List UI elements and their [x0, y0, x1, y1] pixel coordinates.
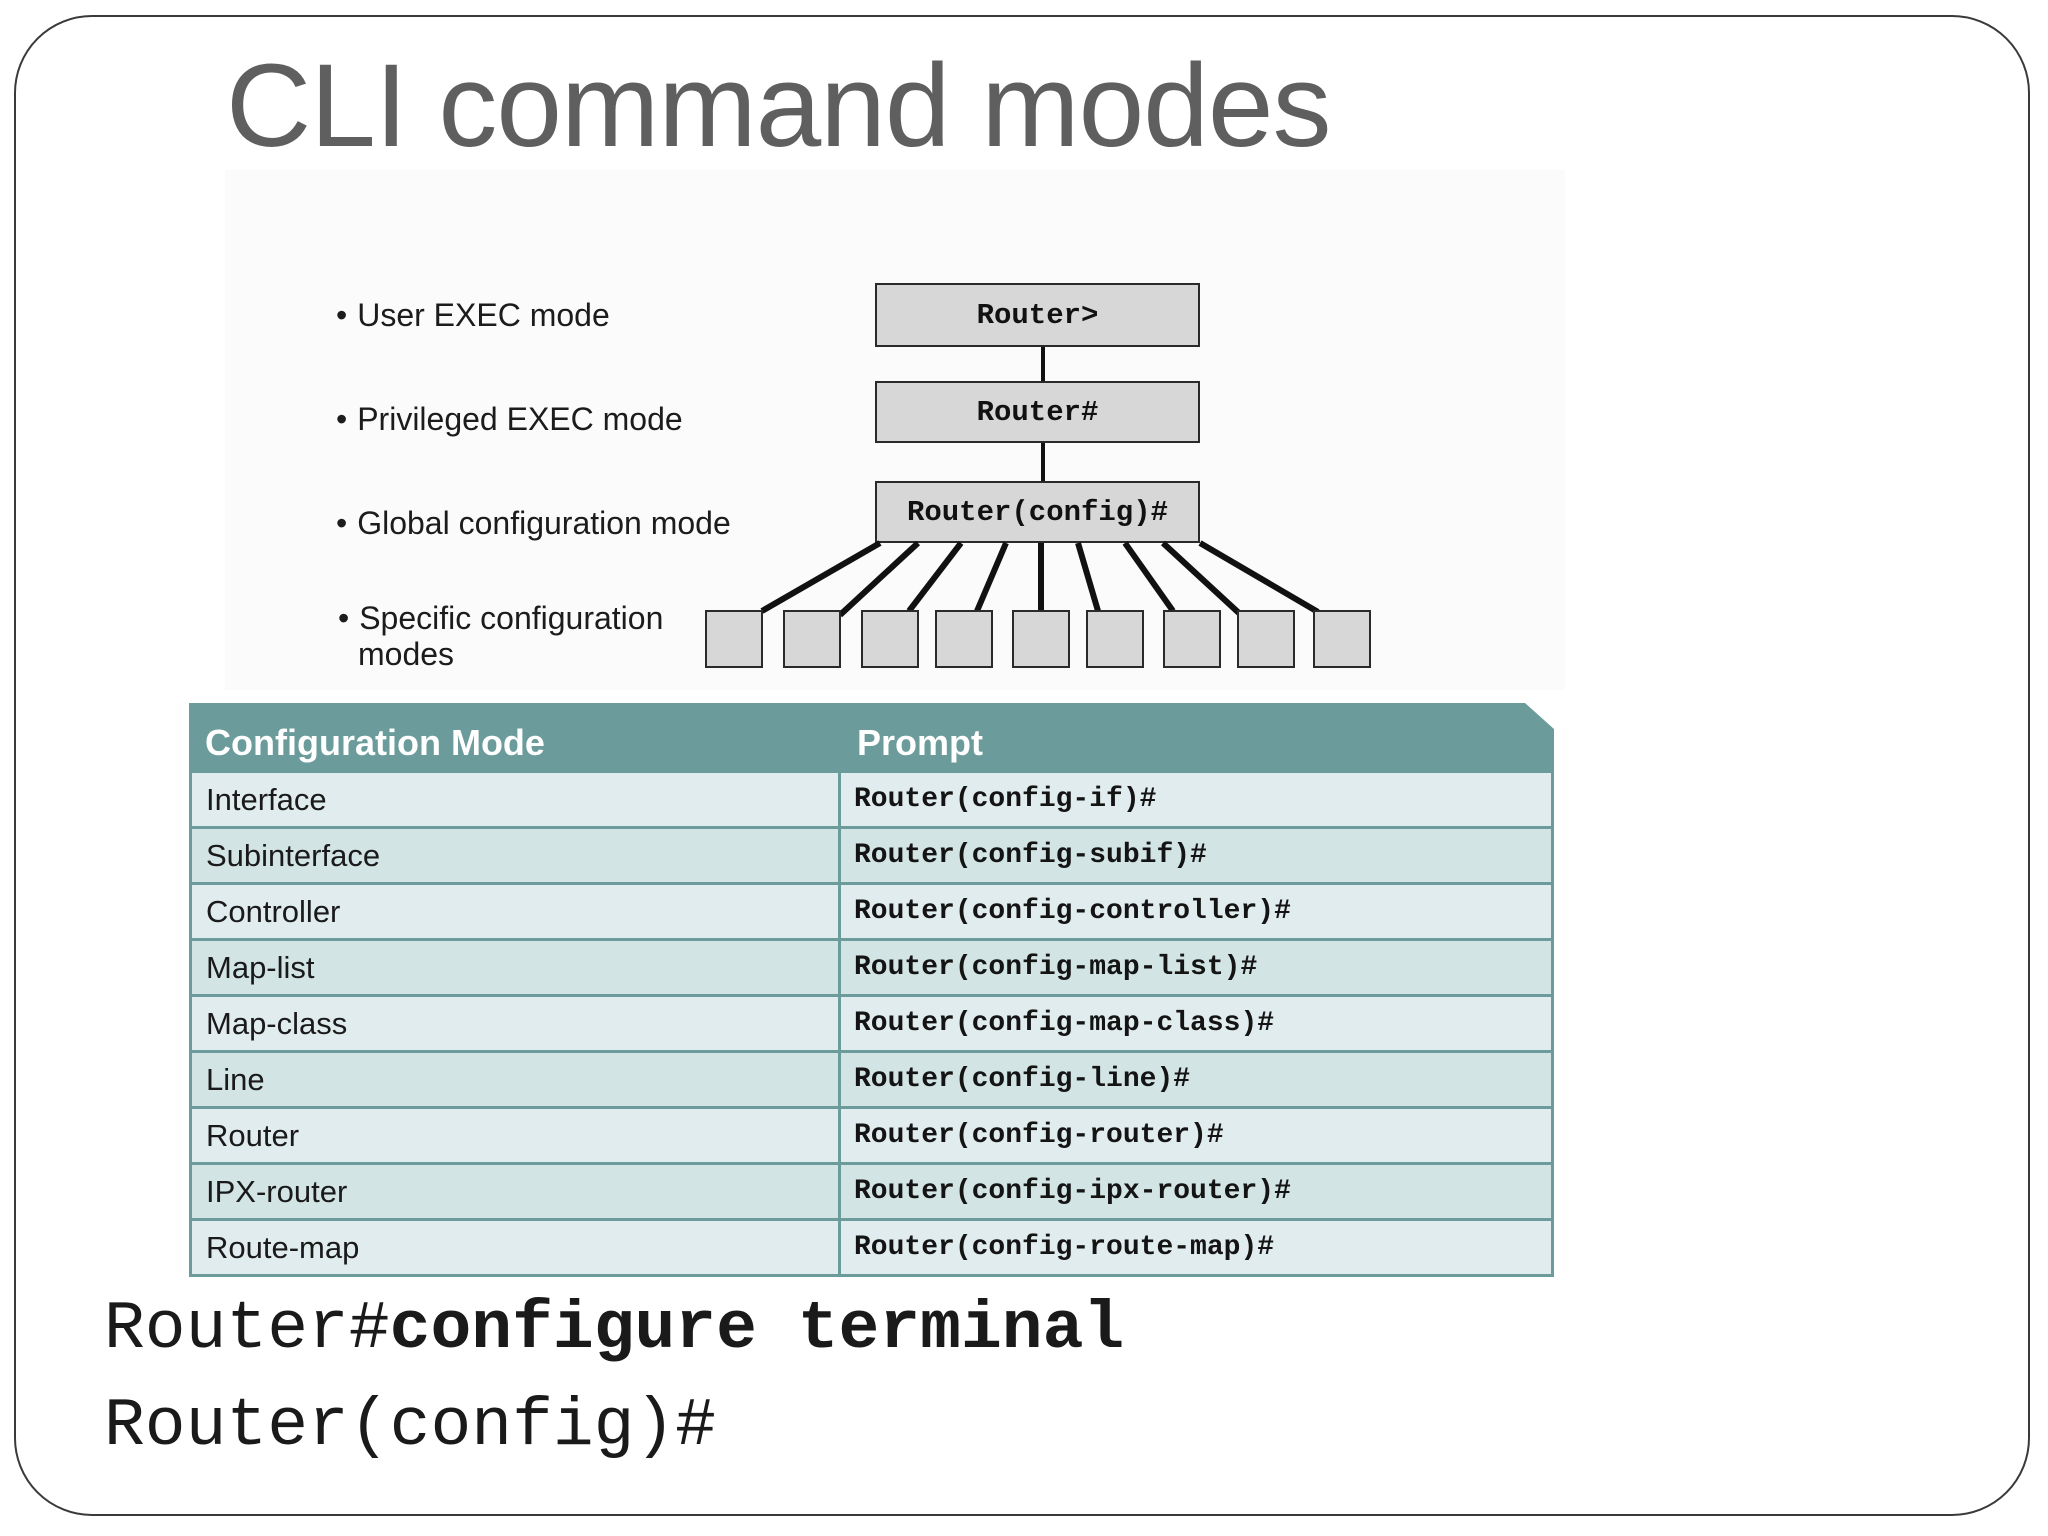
mode-cell: Line: [192, 1053, 841, 1106]
branch-line: [906, 541, 964, 613]
mode-cell: Map-list: [192, 941, 841, 994]
prompt-cell: Router(config-if)#: [854, 784, 1157, 815]
specific-mode-box: [1237, 610, 1295, 668]
table-row: Line Router(config-line)#: [192, 1053, 1551, 1109]
privileged-exec-text: Privileged EXEC mode: [357, 401, 683, 437]
specific-mode-box: [705, 610, 763, 668]
bullet: •: [336, 505, 348, 541]
branch-line: [1160, 540, 1243, 617]
specific-config-label: •Specific configuration: [338, 600, 663, 636]
prompt-cell: Router(config-line)#: [854, 1064, 1191, 1095]
global-config-prompt: Router(config)#: [906, 495, 1169, 529]
prompt-cell: Router(config-ipx-router)#: [854, 1176, 1291, 1207]
branch-line: [1198, 540, 1320, 615]
privileged-exec-label: •Privileged EXEC mode: [336, 401, 683, 437]
specific-mode-box: [1313, 610, 1371, 668]
global-config-text: Global configuration mode: [357, 505, 731, 541]
cli-command: configure terminal: [389, 1291, 1125, 1368]
mode-cell: Subinterface: [192, 829, 841, 882]
user-exec-prompt-box: Router>: [875, 283, 1200, 347]
slide-title: CLI command modes: [226, 40, 1331, 172]
connector-user-priv: [1041, 347, 1045, 381]
table-row: Map-class Router(config-map-class)#: [192, 997, 1551, 1053]
bullet: •: [338, 600, 350, 636]
prompt-cell: Router(config-route-map)#: [854, 1232, 1275, 1263]
mode-cell: Route-map: [192, 1221, 841, 1274]
mode-cell: IPX-router: [192, 1165, 841, 1218]
cli-prompt-privileged: Router#: [104, 1291, 390, 1368]
privileged-exec-prompt-box: Router#: [875, 381, 1200, 443]
prompt-cell: Router(config-subif)#: [854, 840, 1207, 871]
global-config-prompt-box: Router(config)#: [875, 481, 1200, 543]
table-row: IPX-router Router(config-ipx-router)#: [192, 1165, 1551, 1221]
table-row: Map-list Router(config-map-list)#: [192, 941, 1551, 997]
specific-mode-box: [1086, 610, 1144, 668]
prompt-cell: Router(config-router)#: [854, 1120, 1224, 1151]
branch-line: [837, 540, 921, 618]
cli-example-line-1: Router#configure terminal: [104, 1290, 1124, 1370]
table-body: Interface Router(config-if)# Subinterfac…: [189, 773, 1554, 1277]
privileged-exec-prompt: Router#: [976, 395, 1099, 429]
specific-config-text-line1: Specific configuration: [359, 600, 664, 636]
table-header: Configuration Mode Prompt: [189, 703, 1554, 773]
mode-cell: Controller: [192, 885, 841, 938]
branch-line: [760, 540, 882, 614]
cli-example-line-2: Router(config)#: [104, 1387, 716, 1467]
mode-cell: Map-class: [192, 997, 841, 1050]
specific-mode-box: [861, 610, 919, 668]
prompt-cell: Router(config-controller)#: [854, 896, 1291, 927]
cli-prompt-config: Router(config)#: [104, 1388, 717, 1465]
bullet: •: [336, 401, 348, 437]
bullet: •: [336, 297, 348, 333]
branch-line: [1075, 542, 1101, 612]
specific-mode-box: [783, 610, 841, 668]
prompt-cell: Router(config-map-class)#: [854, 1008, 1275, 1039]
table-row: Controller Router(config-controller)#: [192, 885, 1551, 941]
mode-cell: Router: [192, 1109, 841, 1162]
connector-priv-global: [1041, 443, 1045, 481]
table-row: Router Router(config-router)#: [192, 1109, 1551, 1165]
global-config-label: •Global configuration mode: [336, 505, 731, 541]
specific-mode-box: [1163, 610, 1221, 668]
header-prompt: Prompt: [857, 722, 983, 763]
config-mode-table: Configuration Mode Prompt Interface Rout…: [189, 703, 1554, 1277]
header-configuration-mode: Configuration Mode: [205, 722, 545, 763]
user-exec-prompt: Router>: [976, 298, 1099, 332]
prompt-cell: Router(config-map-list)#: [854, 952, 1258, 983]
mode-cell: Interface: [192, 773, 841, 826]
specific-mode-box: [935, 610, 993, 668]
branch-line: [1122, 541, 1176, 613]
table-row: Interface Router(config-if)#: [192, 773, 1551, 829]
user-exec-label: •User EXEC mode: [336, 297, 610, 333]
table-row: Subinterface Router(config-subif)#: [192, 829, 1551, 885]
specific-mode-box: [1012, 610, 1070, 668]
user-exec-text: User EXEC mode: [357, 297, 610, 333]
specific-config-label-line2: modes: [358, 636, 455, 672]
branch-line: [974, 541, 1009, 613]
table-row: Route-map Router(config-route-map)#: [192, 1221, 1551, 1277]
